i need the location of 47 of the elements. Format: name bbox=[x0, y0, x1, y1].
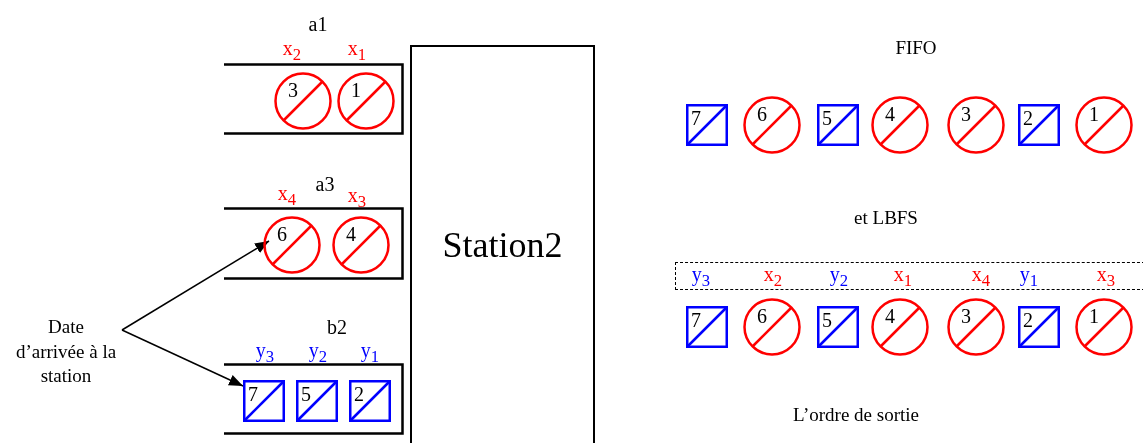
job-number: 6 bbox=[277, 224, 287, 244]
job-label: x$_{2}$ bbox=[763, 264, 783, 290]
job-number: 7 bbox=[691, 108, 701, 128]
job-label: x$_{2}$ bbox=[282, 38, 302, 64]
job-label: y$_{1}$ bbox=[1019, 264, 1039, 290]
dashed-frame bbox=[675, 262, 1143, 290]
arrow bbox=[121, 240, 270, 331]
job-number: 7 bbox=[691, 310, 701, 330]
job-number: 2 bbox=[1023, 108, 1033, 128]
job-label: y$_{1}$ bbox=[360, 340, 380, 366]
job-label: x$_{1}$ bbox=[893, 264, 913, 290]
job-number: 6 bbox=[757, 104, 767, 124]
job-number: 5 bbox=[301, 384, 311, 404]
job-label: x$_{3}$ bbox=[1096, 264, 1116, 290]
station-box bbox=[410, 45, 595, 443]
queue-label: b2 bbox=[327, 317, 347, 337]
job-label: y$_{3}$ bbox=[691, 264, 711, 290]
job-number: 1 bbox=[351, 80, 361, 100]
job-number: 4 bbox=[885, 306, 895, 326]
job-number: 5 bbox=[822, 108, 832, 128]
job-number: 5 bbox=[822, 310, 832, 330]
job-label: x$_{4}$ bbox=[277, 183, 297, 209]
station-label: Station2 bbox=[442, 227, 563, 263]
annotation-text: Date d’arrivée à la station bbox=[14, 314, 118, 389]
job-number: 3 bbox=[288, 80, 298, 100]
job-label: x$_{4}$ bbox=[971, 264, 991, 290]
job-number: 7 bbox=[248, 384, 258, 404]
queue-label: a3 bbox=[315, 174, 335, 194]
job-number: 3 bbox=[961, 104, 971, 124]
job-number: 2 bbox=[1023, 310, 1033, 330]
job-label: y$_{3}$ bbox=[255, 340, 275, 366]
job-number: 4 bbox=[885, 104, 895, 124]
heading-text: L’ordre de sortie bbox=[793, 405, 919, 424]
job-number: 1 bbox=[1089, 306, 1099, 326]
heading-text: et LBFS bbox=[854, 208, 918, 227]
heading-text: FIFO bbox=[895, 38, 937, 57]
arrow bbox=[121, 329, 244, 387]
job-label: x$_{1}$ bbox=[347, 38, 367, 64]
job-number: 2 bbox=[354, 384, 364, 404]
job-label: y$_{2}$ bbox=[829, 264, 849, 290]
job-label: y$_{2}$ bbox=[308, 340, 328, 366]
job-label: x$_{3}$ bbox=[347, 185, 367, 211]
job-number: 4 bbox=[346, 224, 356, 244]
queue-label: a1 bbox=[308, 14, 328, 34]
job-number: 1 bbox=[1089, 104, 1099, 124]
job-number: 6 bbox=[757, 306, 767, 326]
job-number: 3 bbox=[961, 306, 971, 326]
